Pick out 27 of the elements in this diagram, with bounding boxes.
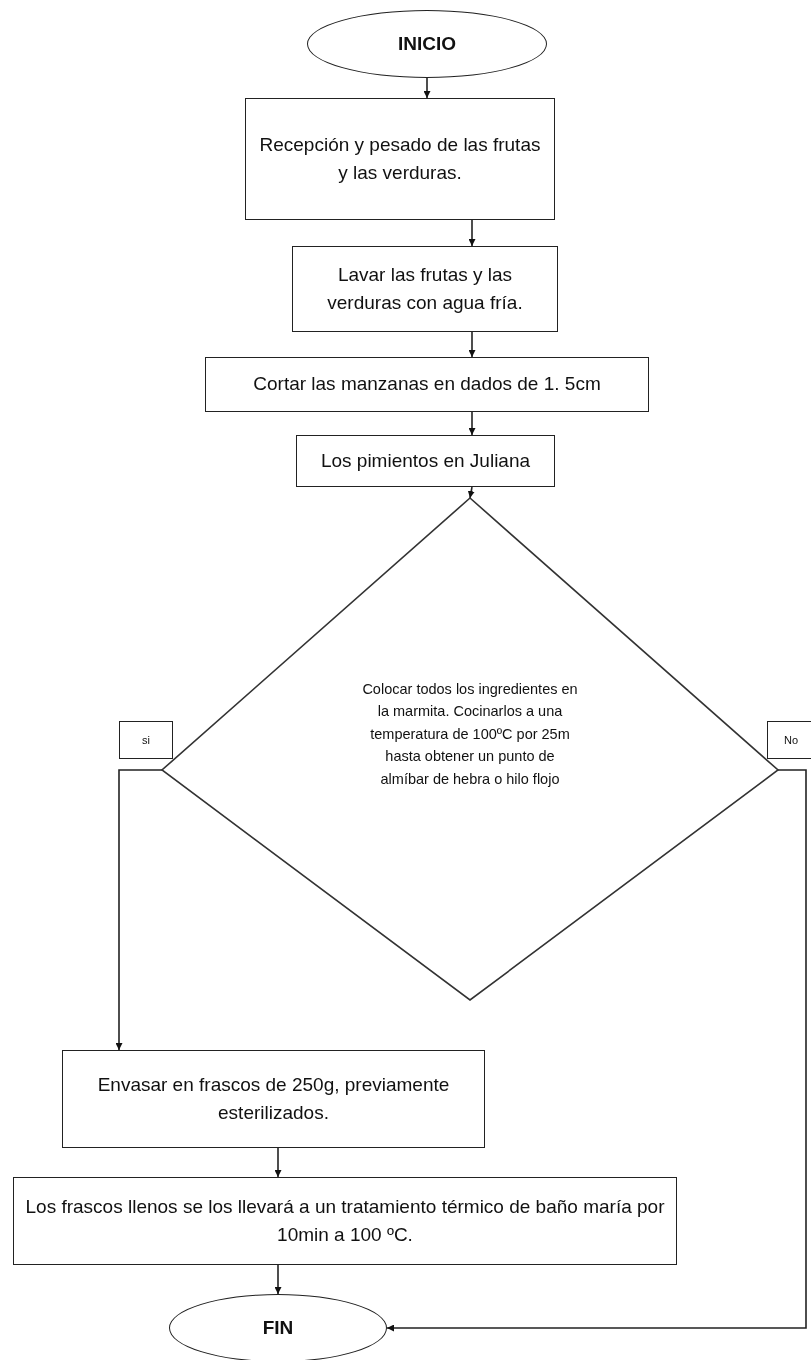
step-text: Los pimientos en Juliana <box>319 448 532 473</box>
process-box <box>296 435 555 487</box>
process-box <box>13 1177 677 1265</box>
arrow <box>468 219 476 247</box>
arrow <box>386 769 807 1332</box>
decision-diamond <box>162 498 778 1000</box>
process-box <box>205 357 649 412</box>
step-text: Recepción y pesado de las frutas y las verduras. <box>258 132 542 185</box>
step-text: Envasar en frascos de 250g, previamente esterilizados. <box>96 1072 451 1125</box>
arrow <box>423 77 431 99</box>
arrow <box>468 411 476 436</box>
arrow <box>467 486 475 499</box>
step-text: Los frascos llenos se los llevará a un tratamiento térmico de baño maría por 10min a 100 ºC. <box>24 1194 666 1247</box>
step-text: Colocar todos los ingredientes en la marmita. Cocinarlos a una temperatura de 100ºC por 25m hasta obtener un punto de almíbar de hebra o hilo flojo <box>361 679 579 789</box>
step-text: INICIO <box>396 31 458 56</box>
edge-label: si <box>119 721 173 759</box>
process-box <box>292 246 558 332</box>
process-box <box>62 1050 485 1148</box>
arrow <box>274 1264 282 1295</box>
step-text: FIN <box>261 1315 295 1340</box>
arrow <box>274 1147 282 1178</box>
edge-label: No <box>767 721 811 759</box>
step-text: Lavar las frutas y las verduras con agua fría. <box>326 262 524 315</box>
arrow <box>468 331 476 358</box>
arrow <box>115 769 163 1051</box>
process-box <box>245 98 555 220</box>
step-text: Cortar las manzanas en dados de 1. 5cm <box>252 372 602 397</box>
